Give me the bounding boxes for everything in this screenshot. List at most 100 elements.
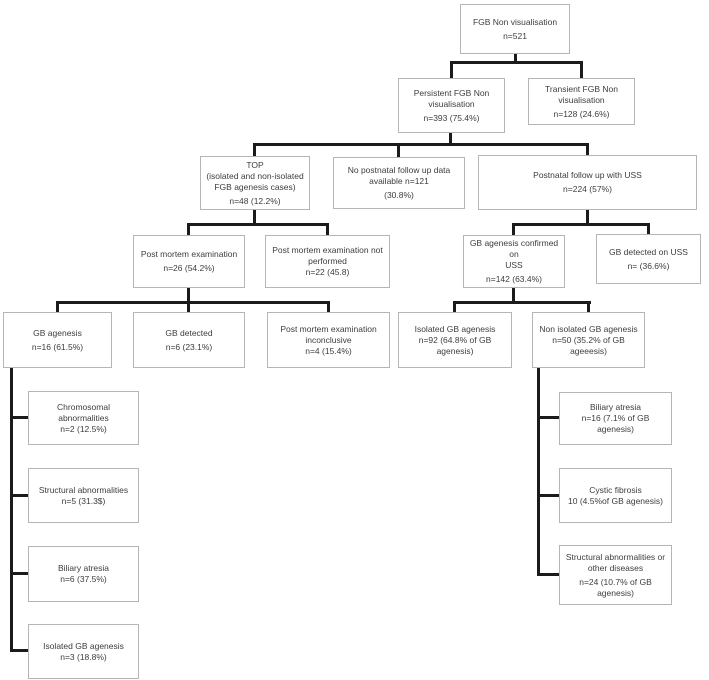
- text-line: n=3 (18.8%): [60, 651, 107, 662]
- text-line: Structural abnormalities or: [565, 551, 666, 562]
- text-line: n=92 (64.8% of GB agenesis): [418, 334, 492, 356]
- node-fgb-non-visualisation: FGB Non visualisation n=521: [460, 4, 570, 54]
- text-line: TOP: [246, 159, 264, 170]
- text-line: n=521: [503, 30, 527, 41]
- text-line: (isolated and non-isolated: [206, 170, 304, 181]
- connector-line: [537, 368, 540, 576]
- connector-line: [187, 223, 190, 235]
- connector-line: [10, 572, 28, 575]
- connector-line: [537, 494, 559, 497]
- connector-line: [450, 61, 583, 64]
- connector-line: [326, 223, 329, 235]
- text-line: Persistent FGB Non: [413, 87, 490, 98]
- text-line: available n=121: [369, 176, 429, 186]
- text-line: n=128 (24.6%): [553, 108, 610, 119]
- text-line: USS: [505, 260, 523, 270]
- text-line: n=5 (31.3$): [61, 495, 106, 506]
- text-line: n= (36.6%): [627, 260, 670, 271]
- text-line: GB agenesis: [33, 327, 82, 338]
- connector-line: [10, 368, 13, 652]
- text-line: other diseases: [587, 562, 644, 573]
- text-line: FGB agenesis cases): [214, 181, 296, 192]
- connector-line: [453, 301, 591, 304]
- text-line: Biliary atresia: [57, 563, 110, 573]
- text-line: n=16 (61.5%): [31, 341, 84, 352]
- text-line: n=16 (7.1% of GB agenesis): [581, 413, 650, 434]
- text-line: n=6 (23.1%): [165, 341, 213, 352]
- text-line: Isolated GB agenesis: [414, 323, 496, 334]
- connector-line: [537, 416, 559, 419]
- connector-line: [647, 223, 650, 234]
- text-line: visualisation: [558, 94, 605, 105]
- text-line: Transient FGB Non: [545, 83, 618, 94]
- text-line: Non isolated GB agenesis: [539, 323, 638, 334]
- connector-line: [56, 301, 59, 312]
- text-line: n=26 (54.2%): [163, 263, 215, 273]
- connector-line: [512, 223, 515, 235]
- text-line: Cystic fibrosis: [589, 484, 642, 495]
- text-line: Chromosomal abnormalities: [57, 401, 110, 423]
- text-line: n=6 (37.5%): [60, 574, 107, 584]
- node-gb-agenesis: GB agenesis n=16 (61.5%): [3, 312, 112, 368]
- connector-line: [56, 301, 330, 304]
- text-line: n=142 (63.4%): [486, 274, 542, 284]
- connector-line: [397, 143, 400, 157]
- connector-line: [512, 223, 650, 226]
- connector-line: [453, 301, 456, 312]
- connector-line: [580, 61, 583, 78]
- text-line: performed: [308, 256, 347, 266]
- text-line: visualisation: [428, 98, 475, 109]
- connector-line: [586, 143, 589, 155]
- connector-line: [10, 649, 28, 652]
- text-line: GB detected: [165, 327, 213, 338]
- text-line: n=2 (12.5%): [60, 423, 107, 434]
- text-line: (30.8%): [384, 190, 414, 200]
- connector-line: [512, 288, 515, 304]
- text-line: GB agenesis confirmed on: [469, 238, 559, 259]
- text-line: Postnatal follow up with USS: [533, 170, 642, 180]
- text-line: Isolated GB agenesis: [43, 640, 124, 651]
- text-line: Biliary atresia: [589, 402, 642, 412]
- connector-line: [253, 143, 256, 156]
- text-line: n=50 (35.2% of GB ageeesis): [552, 334, 625, 356]
- connector-line: [587, 301, 590, 312]
- connector-line: [10, 416, 28, 419]
- text-line: n=48 (12.2%): [229, 195, 281, 206]
- connector-line: [187, 301, 190, 312]
- connector-line: [327, 301, 330, 312]
- connector-line: [253, 210, 256, 226]
- text-line: GB detected on USS: [609, 246, 688, 257]
- connector-line: [253, 143, 589, 146]
- text-line: agenesis): [597, 587, 634, 598]
- text-line: n=4 (15.4%): [305, 345, 352, 356]
- text-line: FGB Non visualisation: [472, 16, 558, 27]
- node-gb-detected-on-uss: GB detected on USS n= (36.6%): [596, 234, 701, 284]
- connector-line: [537, 573, 559, 576]
- text-line: 10 (4.5%of GB agenesis): [568, 495, 663, 506]
- text-line: n=24 (10.7% of GB: [579, 576, 652, 587]
- connector-line: [10, 494, 28, 497]
- connector-line: [449, 133, 452, 146]
- node-gb-detected: GB detected n=6 (23.1%): [133, 312, 245, 368]
- text-line: Post mortem examination not: [272, 245, 383, 255]
- text-line: No postnatal follow up data: [347, 165, 451, 175]
- text-line: n=393 (75.4%): [423, 112, 480, 123]
- text-line: n=22 (45.8): [305, 267, 350, 277]
